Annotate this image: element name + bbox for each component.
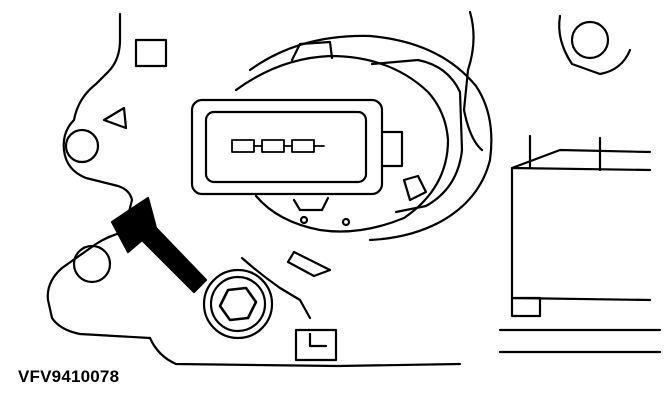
connector-icon (299, 215, 351, 227)
sensor-flange (234, 54, 450, 233)
mounting-hole-lower (72, 244, 112, 284)
sensor-collar (370, 58, 464, 214)
boss-upper-left (134, 38, 168, 68)
connector-outer (190, 98, 384, 196)
sensor-back-shell (248, 34, 493, 242)
sensor-tab-lower (292, 196, 330, 212)
right-block-rib (528, 134, 602, 172)
sensor-tab-upper (290, 40, 334, 62)
right-block (510, 148, 652, 302)
connector-latch (380, 130, 404, 168)
ring-bracket (558, 14, 632, 76)
housing-outline (46, 12, 462, 368)
connector-inner (204, 110, 368, 184)
arrow-icon (110, 196, 208, 294)
right-block-foot (510, 296, 542, 318)
connector-pins (231, 139, 325, 153)
housing-lower-edge (240, 256, 312, 320)
right-lower-lines (498, 328, 662, 354)
retaining-clip (294, 328, 338, 362)
slot-mark (286, 250, 332, 278)
hex-bolt-icon (202, 268, 274, 340)
ring-top-right (570, 20, 610, 60)
sensor-lock-right (402, 174, 428, 202)
housing-right-edge (462, 10, 484, 152)
triangle-mark (102, 106, 128, 130)
figure-code-label: VFV9410078 (18, 367, 120, 386)
mounting-hole-upper (64, 128, 100, 164)
